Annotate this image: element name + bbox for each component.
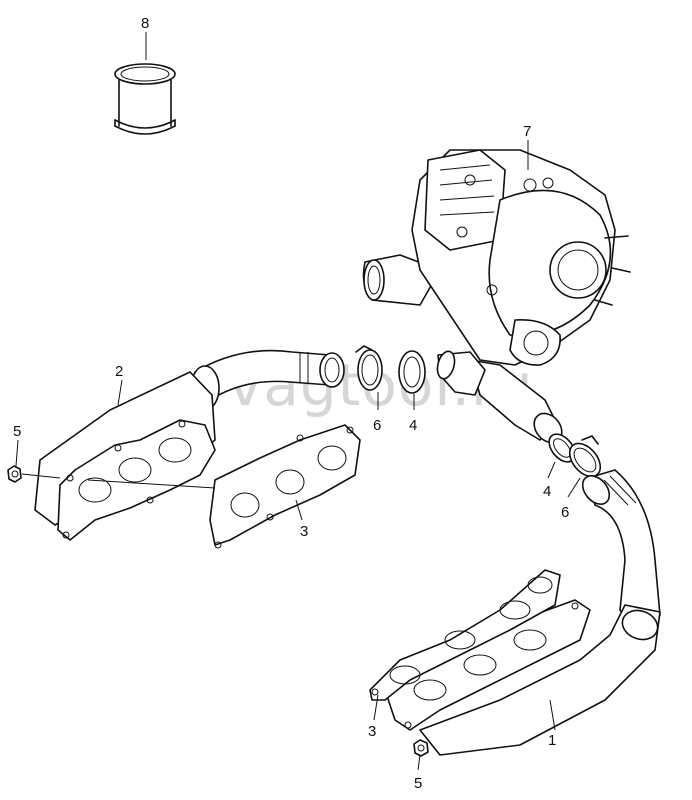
part-5-left-nut: [7, 465, 22, 483]
callout-8: 8: [141, 15, 149, 32]
callout-4-upper: 4: [409, 417, 417, 434]
part-4-upper-seal-ring: [398, 350, 426, 394]
part-2-left-exhaust-manifold: [34, 349, 345, 541]
callout-6-lower: 6: [561, 504, 569, 521]
callout-3-right: 3: [368, 723, 376, 740]
part-3-right-gasket: [369, 569, 561, 701]
leader-lines: [15, 32, 581, 771]
callout-1: 1: [548, 732, 556, 749]
callout-labels: 8 7 2 6 4 5 3 4 6 1 3 5: [13, 15, 569, 792]
part-4-lower-seal-ring: [548, 433, 576, 463]
part-1-right-exhaust-manifold: [384, 469, 661, 756]
part-5-bottom-nut: [413, 739, 429, 757]
callout-7: 7: [523, 123, 531, 140]
callout-3-left: 3: [300, 523, 308, 540]
callout-2: 2: [115, 363, 123, 380]
part-7-turbocharger: [362, 149, 631, 444]
callout-6-upper: 6: [373, 417, 381, 434]
callout-5-bottom: 5: [414, 775, 422, 792]
part-8-sleeve: [114, 63, 176, 135]
callout-5-left: 5: [13, 423, 21, 440]
part-3-left-gasket: [209, 424, 361, 549]
callout-4-lower: 4: [543, 483, 551, 500]
part-6-upper-clamp: [355, 345, 383, 391]
